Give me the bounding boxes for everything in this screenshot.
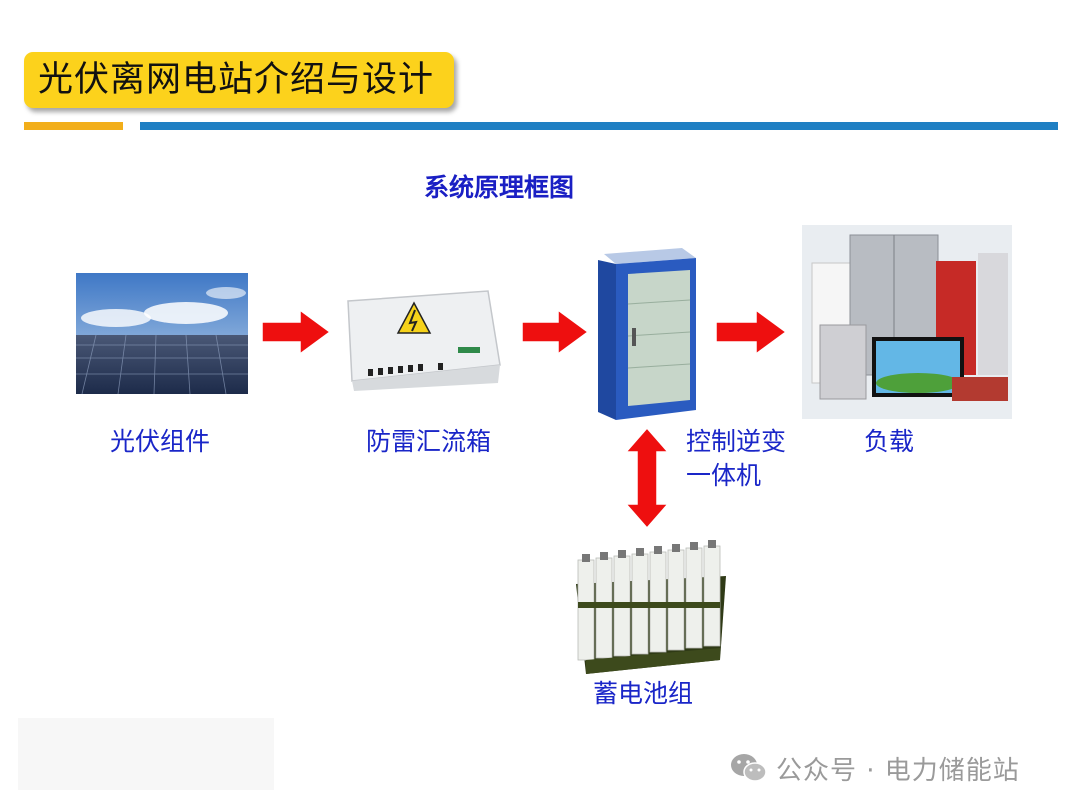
title-banner bbox=[24, 52, 454, 108]
label-inverter-line1: 控制逆变 bbox=[686, 427, 787, 456]
slide-title: 光伏离网电站介绍与设计 bbox=[38, 60, 435, 100]
footer-panel bbox=[18, 718, 274, 790]
label-inverter-line2: 一体机 bbox=[686, 461, 762, 490]
arrow-pv-to-combiner bbox=[261, 308, 332, 356]
arrow-combiner-to-inverter bbox=[521, 308, 590, 356]
label-load: 负载 bbox=[864, 427, 915, 456]
battery-bank-image bbox=[576, 540, 726, 674]
label-pv-modules: 光伏组件 bbox=[110, 427, 211, 456]
combiner-box-image bbox=[347, 290, 501, 391]
arrow-inverter-battery-bidirectional bbox=[624, 426, 670, 530]
arrow-inverter-to-load bbox=[715, 308, 788, 356]
rule-blue bbox=[140, 122, 1058, 130]
label-combiner-box: 防雷汇流箱 bbox=[366, 427, 492, 456]
label-battery-bank: 蓄电池组 bbox=[593, 679, 694, 708]
watermark-text: 公众号 · 电力储能站 bbox=[776, 755, 1020, 786]
inverter-cabinet-image bbox=[598, 248, 696, 420]
appliances-image bbox=[802, 225, 1012, 419]
rule-yellow bbox=[24, 122, 123, 130]
pv-modules-image bbox=[76, 273, 248, 394]
diagram-heading: 系统原理框图 bbox=[424, 173, 575, 202]
watermark: 公众号 · 电力储能站 bbox=[730, 748, 1020, 788]
wechat-icon bbox=[731, 754, 767, 782]
